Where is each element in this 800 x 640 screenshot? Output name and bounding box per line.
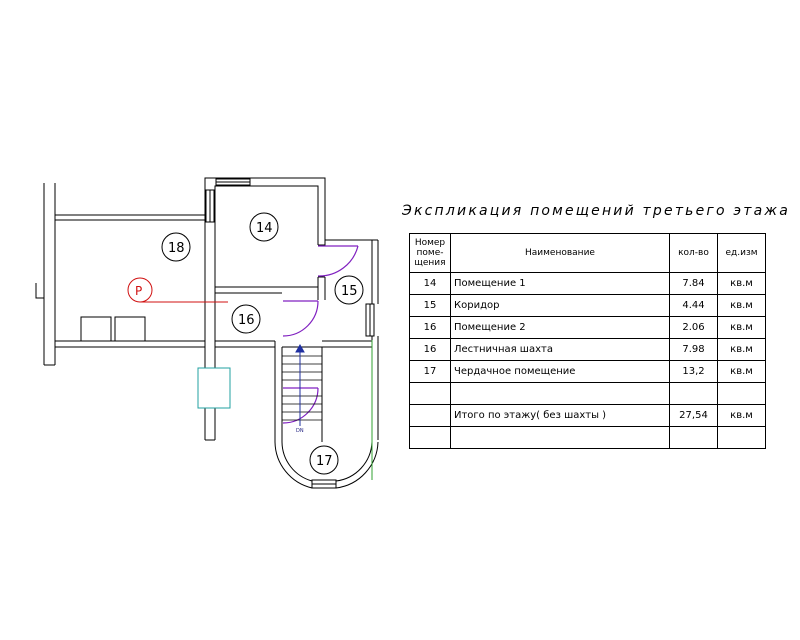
cell-quantity: 27,54 (669, 404, 718, 427)
corridor-and-stair-walls (274, 239, 379, 489)
room-14-label: 14 (256, 221, 273, 236)
room-17-label: 17 (316, 454, 333, 469)
cell-quantity: 7.84 (669, 272, 718, 295)
table-row: 17 Чердачное помещение 13,2 кв.м (409, 360, 766, 383)
cell-unit (717, 382, 766, 405)
cell-number (409, 426, 451, 449)
header-quantity: кол-во (669, 233, 718, 273)
cell-unit: кв.м (717, 316, 766, 339)
cell-number (409, 382, 451, 405)
cell-number (409, 404, 451, 427)
left-edge-wall (35, 183, 56, 366)
cell-quantity: 7.98 (669, 338, 718, 361)
cell-quantity (669, 426, 718, 449)
cell-name (450, 426, 670, 449)
cabinet (197, 367, 231, 409)
room-bubbles (161, 212, 364, 475)
cell-number: 14 (409, 272, 451, 295)
table-row-total: Итого по этажу( без шахты ) 27,54 кв.м (409, 404, 766, 427)
cell-number: 16 (409, 316, 451, 339)
cell-name: Чердачное помещение (450, 360, 670, 383)
header-room-number: Номер поме-щения (409, 233, 451, 273)
cell-quantity: 2.06 (669, 316, 718, 339)
cell-name: Коридор (450, 294, 670, 317)
table-row: 16 Лестничная шахта 7.98 кв.м (409, 338, 766, 361)
header-unit: ед.изм (717, 233, 766, 273)
windows (205, 178, 375, 489)
table-row: 14 Помещение 1 7.84 кв.м (409, 272, 766, 295)
table-header-row: Номер поме-щения Наименование кол-во ед.… (409, 233, 766, 273)
floor-plan-drawing: DN Р 14 18 15 16 17 (35, 177, 379, 489)
cell-unit: кв.м (717, 338, 766, 361)
cell-unit: кв.м (717, 272, 766, 295)
cell-name (450, 382, 670, 405)
explication-table: Номер поме-щения Наименование кол-во ед.… (409, 233, 766, 449)
cell-unit: кв.м (717, 404, 766, 427)
table-row-empty (409, 382, 766, 405)
cell-name: Помещение 1 (450, 272, 670, 295)
table-row: 15 Коридор 4.44 кв.м (409, 294, 766, 317)
stair-treads (282, 355, 322, 421)
room-15-label: 15 (341, 284, 358, 299)
cell-quantity: 4.44 (669, 294, 718, 317)
header-name: Наименование (450, 233, 670, 273)
cell-number: 15 (409, 294, 451, 317)
storage-boxes (80, 316, 146, 342)
cell-number: 17 (409, 360, 451, 383)
stair-direction-label: DN (296, 428, 304, 434)
cell-number: 16 (409, 338, 451, 361)
table-row: 16 Помещение 2 2.06 кв.м (409, 316, 766, 339)
cell-name: Помещение 2 (450, 316, 670, 339)
stair-arrow (295, 343, 305, 426)
cell-unit (717, 426, 766, 449)
cell-quantity: 13,2 (669, 360, 718, 383)
cell-quantity (669, 382, 718, 405)
door-swings (282, 245, 359, 424)
explication-title: Экспликация помещений третьего этажа (402, 203, 791, 219)
marker-p-label: Р (135, 284, 142, 298)
room-14-walls (204, 177, 326, 441)
cell-unit: кв.м (717, 294, 766, 317)
cell-name: Лестничная шахта (450, 338, 670, 361)
room-16-label: 16 (238, 313, 255, 328)
cell-unit: кв.м (717, 360, 766, 383)
cell-name: Итого по этажу( без шахты ) (450, 404, 670, 427)
table-row-empty (409, 426, 766, 449)
room-18-label: 18 (168, 241, 185, 256)
